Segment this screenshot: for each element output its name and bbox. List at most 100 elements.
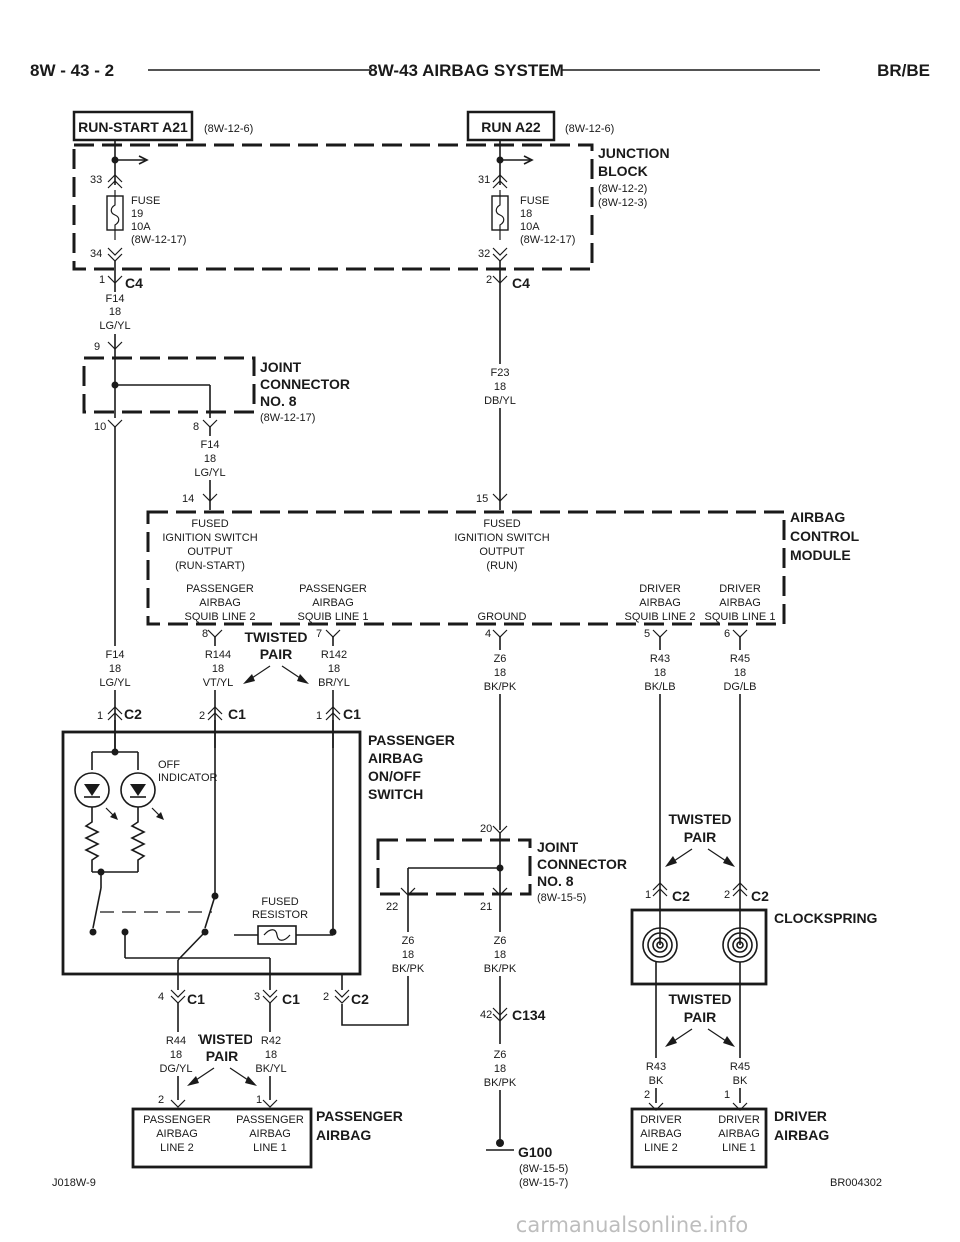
c4-left-name: C4 <box>125 275 143 291</box>
wire-r43-top-gauge: 18 <box>654 667 666 679</box>
g100-ref-1: (8W-15-5) <box>519 1163 568 1175</box>
acm-pass-squib-2: PASSENGER AIRBAG SQUIB LINE 2 <box>185 583 256 623</box>
wire-z6-21-gauge: 18 <box>494 949 506 961</box>
pass-airbag-pin-2: 2 <box>158 1094 164 1106</box>
c1-bot-4-pin: 4 <box>158 991 164 1003</box>
driver-airbag-l2-3: LINE 2 <box>644 1142 678 1154</box>
fuse19-pin-in: 33 <box>90 174 102 186</box>
pass-airbag-label-2: AIRBAG <box>316 1127 371 1143</box>
wire-r42-label: R42 18 BK/YL <box>252 1032 292 1076</box>
junction-block: JUNCTION BLOCK (8W-12-2) (8W-12-3) 33 FU… <box>72 140 670 271</box>
wire-r142-color: BR/YL <box>318 677 350 689</box>
acm-fused-rs-1: FUSED <box>191 518 228 530</box>
c4-right-name: C4 <box>512 275 530 291</box>
jc-top-pin-in: 9 <box>94 341 100 353</box>
twisted-pair-pass-bottom: TWISTED PAIR <box>187 1031 257 1086</box>
page-title: 8W-43 AIRBAG SYSTEM <box>368 61 564 80</box>
model-code: BR/BE <box>877 61 930 80</box>
jc-low-pin-21: 21 <box>480 901 492 913</box>
acm-fused-rs-2: IGNITION SWITCH <box>162 532 257 544</box>
wire-f14-low-circuit: F14 <box>106 649 125 661</box>
wire-z6-acm-gauge: 18 <box>494 667 506 679</box>
acm-drv-sq2-2: AIRBAG <box>639 597 681 609</box>
driver-airbag-l1-1: DRIVER <box>718 1114 760 1126</box>
pass-airbag-l2-3: LINE 2 <box>160 1142 194 1154</box>
twisted-pair-clock-top: TWISTED PAIR <box>665 811 735 867</box>
pass-airbag-l2-1: PASSENGER <box>143 1114 211 1126</box>
c2-bot-2-pin: 2 <box>323 991 329 1003</box>
source-run-label: RUN A22 <box>481 119 541 135</box>
wire-f14-low-color: LG/YL <box>99 677 130 689</box>
twisted-pair-top-2: PAIR <box>260 646 292 662</box>
wire-z6-21-label: Z6 18 BK/PK <box>480 932 520 976</box>
wire-z6-22-circuit: Z6 <box>402 935 415 947</box>
wire-z6-g100-color: BK/PK <box>484 1077 517 1089</box>
c4-left-pin: 1 <box>99 274 105 286</box>
wire-f23-circuit: F23 <box>491 367 510 379</box>
wire-r43-bot-color: BK <box>649 1075 664 1087</box>
fused-resistor: FUSED RESISTOR <box>234 896 333 945</box>
fuse18-pin-in: 31 <box>478 174 490 186</box>
wire-z6-acm-label: Z6 18 BK/PK <box>480 650 520 694</box>
g100-ref-2: (8W-15-7) <box>519 1177 568 1189</box>
c2-bot-2-name: C2 <box>351 991 369 1007</box>
driver-airbag-pin-1: 1 <box>724 1089 730 1101</box>
connector-c1-bottom-3: 3 C1 <box>254 989 300 1007</box>
source-run-start-ref: (8W-12-6) <box>204 123 253 135</box>
fuse19-rating: 10A <box>131 221 151 233</box>
source-run-ref: (8W-12-6) <box>565 123 614 135</box>
c1-bot-3-name: C1 <box>282 991 300 1007</box>
driver-airbag-l2-1: DRIVER <box>640 1114 682 1126</box>
wire-z6-g100-label: Z6 18 BK/PK <box>480 1044 520 1090</box>
jc-low-label-1: JOINT <box>537 839 579 855</box>
indicator-led-left <box>74 772 118 820</box>
driver-airbag-l1-2: AIRBAG <box>718 1128 760 1140</box>
passenger-airbag: 2 1 PASSENGER AIRBAG LINE 2 PASSENGER AI… <box>131 1094 403 1169</box>
twisted-pair-clock-bot-2: PAIR <box>684 1009 716 1025</box>
acm-drv-sq1-1: DRIVER <box>719 583 761 595</box>
jc-top-pin-8: 8 <box>193 421 199 433</box>
c4-right-pin: 2 <box>486 274 492 286</box>
acm-fused-run-4: (RUN) <box>486 560 517 572</box>
watermark: carmanualsonline.info <box>516 1213 748 1237</box>
pass-switch-label-1: PASSENGER <box>368 732 455 748</box>
wire-r44-color: DG/YL <box>159 1063 192 1075</box>
fuse18-pin-out: 32 <box>478 248 490 260</box>
source-run-start-label: RUN-START A21 <box>78 119 188 135</box>
page-header: 8W - 43 - 2 8W-43 AIRBAG SYSTEM BR/BE <box>30 61 930 80</box>
pass-airbag-l1-2: AIRBAG <box>249 1128 291 1140</box>
twisted-pair-pass-bot-1: TWISTED <box>191 1031 254 1047</box>
twisted-pair-pass-bot-2: PAIR <box>206 1048 238 1064</box>
wire-f14-low-gauge: 18 <box>109 663 121 675</box>
c134-pin: 42 <box>480 1009 492 1021</box>
jc-top-label-1: JOINT <box>260 359 302 375</box>
wire-f14-mid-gauge: 18 <box>204 453 216 465</box>
twisted-pair-clock-top-2: PAIR <box>684 829 716 845</box>
wire-r142-label: R142 18 BR/YL <box>314 646 354 690</box>
source-run: RUN A22 (8W-12-6) <box>466 110 614 142</box>
wire-f14-top-color: LG/YL <box>99 320 130 332</box>
jc-top-ref: (8W-12-17) <box>260 412 315 424</box>
acm-pin-7: 7 <box>316 628 322 640</box>
acm-drv-sq1-2: AIRBAG <box>719 597 761 609</box>
jc-low-label-3: NO. 8 <box>537 873 574 889</box>
wire-r42-circuit: R42 <box>261 1035 281 1047</box>
fuse19-number: 19 <box>131 208 143 220</box>
junction-block-label-2: BLOCK <box>598 163 648 179</box>
junction-block-label-1: JUNCTION <box>598 145 670 161</box>
fuse18-label: FUSE <box>520 195 549 207</box>
acm-ground: GROUND <box>478 611 527 623</box>
fuse-18: FUSE 18 10A (8W-12-17) <box>491 190 575 246</box>
connector-c1-pass-2: 2 C1 <box>199 706 246 722</box>
c2-clock-1-pin: 1 <box>645 889 651 901</box>
jc-top-pin-10: 10 <box>94 421 106 433</box>
fuse19-ref: (8W-12-17) <box>131 234 186 246</box>
acm-pass-sq2-1: PASSENGER <box>186 583 254 595</box>
acm-drv-sq2-1: DRIVER <box>639 583 681 595</box>
wire-r43-top-circuit: R43 <box>650 653 670 665</box>
acm-fused-run-1: FUSED <box>483 518 520 530</box>
acm-label-1: AIRBAG <box>790 509 845 525</box>
acm-fused-run-2: IGNITION SWITCH <box>454 532 549 544</box>
drawing-number: BR004302 <box>830 1177 882 1189</box>
